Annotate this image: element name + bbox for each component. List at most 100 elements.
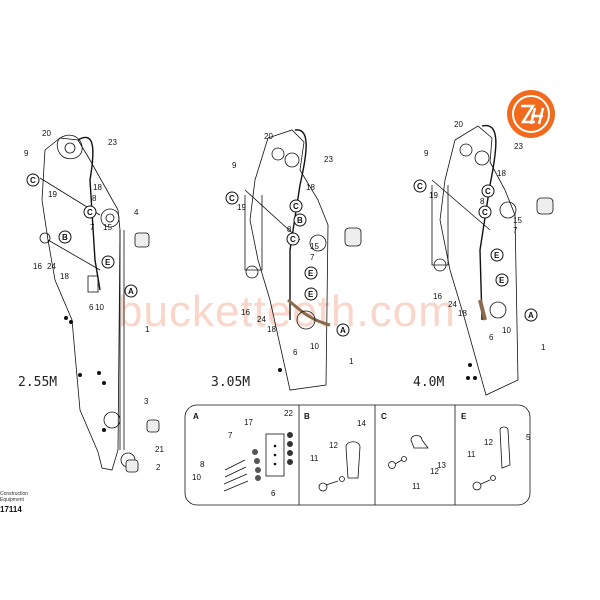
svg-text:15: 15 — [513, 216, 522, 225]
svg-text:C: C — [293, 202, 299, 211]
svg-text:10: 10 — [310, 342, 319, 351]
svg-text:C: C — [229, 194, 235, 203]
variant-label-4-0m: 4.0M — [413, 375, 444, 390]
svg-text:21: 21 — [155, 445, 164, 454]
svg-text:20: 20 — [42, 129, 51, 138]
svg-text:9: 9 — [24, 149, 29, 158]
svg-text:22: 22 — [284, 409, 293, 418]
svg-text:A: A — [128, 287, 134, 296]
svg-text:10: 10 — [95, 303, 104, 312]
svg-text:24: 24 — [257, 315, 266, 324]
svg-text:19: 19 — [48, 190, 57, 199]
svg-text:14: 14 — [357, 419, 366, 428]
variant-label-3-05m: 3.05M — [211, 375, 250, 390]
svg-text:16: 16 — [241, 308, 250, 317]
footer-brand: Construction Equipment — [0, 491, 28, 503]
svg-text:18: 18 — [458, 309, 467, 318]
svg-text:18: 18 — [306, 183, 315, 192]
svg-text:C: C — [482, 208, 488, 217]
svg-text:11: 11 — [412, 482, 421, 491]
zh-logo-icon — [512, 95, 550, 133]
svg-text:A: A — [340, 326, 346, 335]
part-labels-arm2: 20 23 9 18 19 8 7 15 16 24 18 6 10 1 — [232, 132, 354, 366]
svg-text:9: 9 — [232, 161, 237, 170]
svg-text:16: 16 — [33, 262, 42, 271]
svg-text:B: B — [297, 216, 303, 225]
svg-text:19: 19 — [237, 203, 246, 212]
svg-text:9: 9 — [424, 149, 429, 158]
svg-text:7: 7 — [310, 253, 315, 262]
svg-text:7: 7 — [228, 431, 233, 440]
svg-text:23: 23 — [108, 138, 117, 147]
svg-text:16: 16 — [433, 292, 442, 301]
svg-text:20: 20 — [264, 132, 273, 141]
svg-text:8: 8 — [480, 197, 485, 206]
svg-text:4: 4 — [134, 208, 139, 217]
svg-text:3: 3 — [144, 397, 149, 406]
svg-text:E: E — [308, 290, 314, 299]
svg-text:C: C — [485, 187, 491, 196]
svg-text:12: 12 — [484, 438, 493, 447]
svg-text:E: E — [461, 412, 467, 421]
svg-text:19: 19 — [429, 191, 438, 200]
svg-text:6: 6 — [293, 348, 298, 357]
svg-text:A: A — [193, 412, 199, 421]
svg-text:C: C — [381, 412, 387, 421]
svg-text:A: A — [528, 311, 534, 320]
svg-text:C: C — [290, 235, 296, 244]
svg-text:20: 20 — [454, 120, 463, 129]
svg-text:18: 18 — [93, 183, 102, 192]
svg-text:11: 11 — [310, 454, 319, 463]
svg-text:23: 23 — [514, 142, 523, 151]
svg-text:18: 18 — [60, 272, 69, 281]
svg-text:12: 12 — [430, 467, 439, 476]
svg-text:18: 18 — [497, 169, 506, 178]
svg-text:18: 18 — [267, 325, 276, 334]
svg-text:23: 23 — [324, 155, 333, 164]
svg-text:8: 8 — [92, 194, 97, 203]
footer-code: 17114 — [0, 505, 22, 514]
svg-text:15: 15 — [310, 242, 319, 251]
svg-text:B: B — [62, 233, 68, 242]
svg-text:12: 12 — [329, 441, 338, 450]
svg-text:C: C — [417, 182, 423, 191]
svg-text:5: 5 — [526, 433, 531, 442]
svg-text:13: 13 — [437, 461, 446, 470]
svg-text:C: C — [87, 208, 93, 217]
svg-text:1: 1 — [145, 325, 150, 334]
svg-text:8: 8 — [200, 460, 205, 469]
svg-text:1: 1 — [541, 343, 546, 352]
variant-label-2-55m: 2.55M — [18, 375, 57, 390]
svg-text:7: 7 — [513, 226, 518, 235]
svg-text:24: 24 — [448, 300, 457, 309]
svg-text:B: B — [304, 412, 310, 421]
arm-4-0m — [431, 124, 554, 396]
svg-text:6: 6 — [489, 333, 494, 342]
svg-text:10: 10 — [502, 326, 511, 335]
svg-text:E: E — [105, 258, 111, 267]
zh-logo — [507, 90, 555, 138]
callout-markers: C C B E A C C B C E E A C C C E E A — [26, 173, 538, 337]
svg-text:10: 10 — [192, 473, 201, 482]
arm-2-55m — [39, 134, 160, 473]
svg-text:E: E — [499, 276, 505, 285]
svg-text:E: E — [308, 269, 314, 278]
footer-line1: Construction — [0, 491, 29, 497]
svg-text:E: E — [494, 251, 500, 260]
svg-text:6: 6 — [271, 489, 276, 498]
svg-text:6: 6 — [89, 303, 94, 312]
svg-text:7: 7 — [90, 223, 95, 232]
svg-text:11: 11 — [467, 450, 476, 459]
svg-text:15: 15 — [103, 223, 112, 232]
svg-text:8: 8 — [287, 225, 292, 234]
svg-text:2: 2 — [156, 463, 161, 472]
arm-3-05m — [244, 129, 362, 391]
svg-text:1: 1 — [349, 357, 354, 366]
part-labels-arm3: 20 23 9 18 19 8 715 16 24 18 6 10 1 — [424, 120, 546, 352]
svg-text:24: 24 — [47, 262, 56, 271]
svg-text:17: 17 — [244, 418, 253, 427]
footer-line2: Equipment — [0, 497, 24, 503]
